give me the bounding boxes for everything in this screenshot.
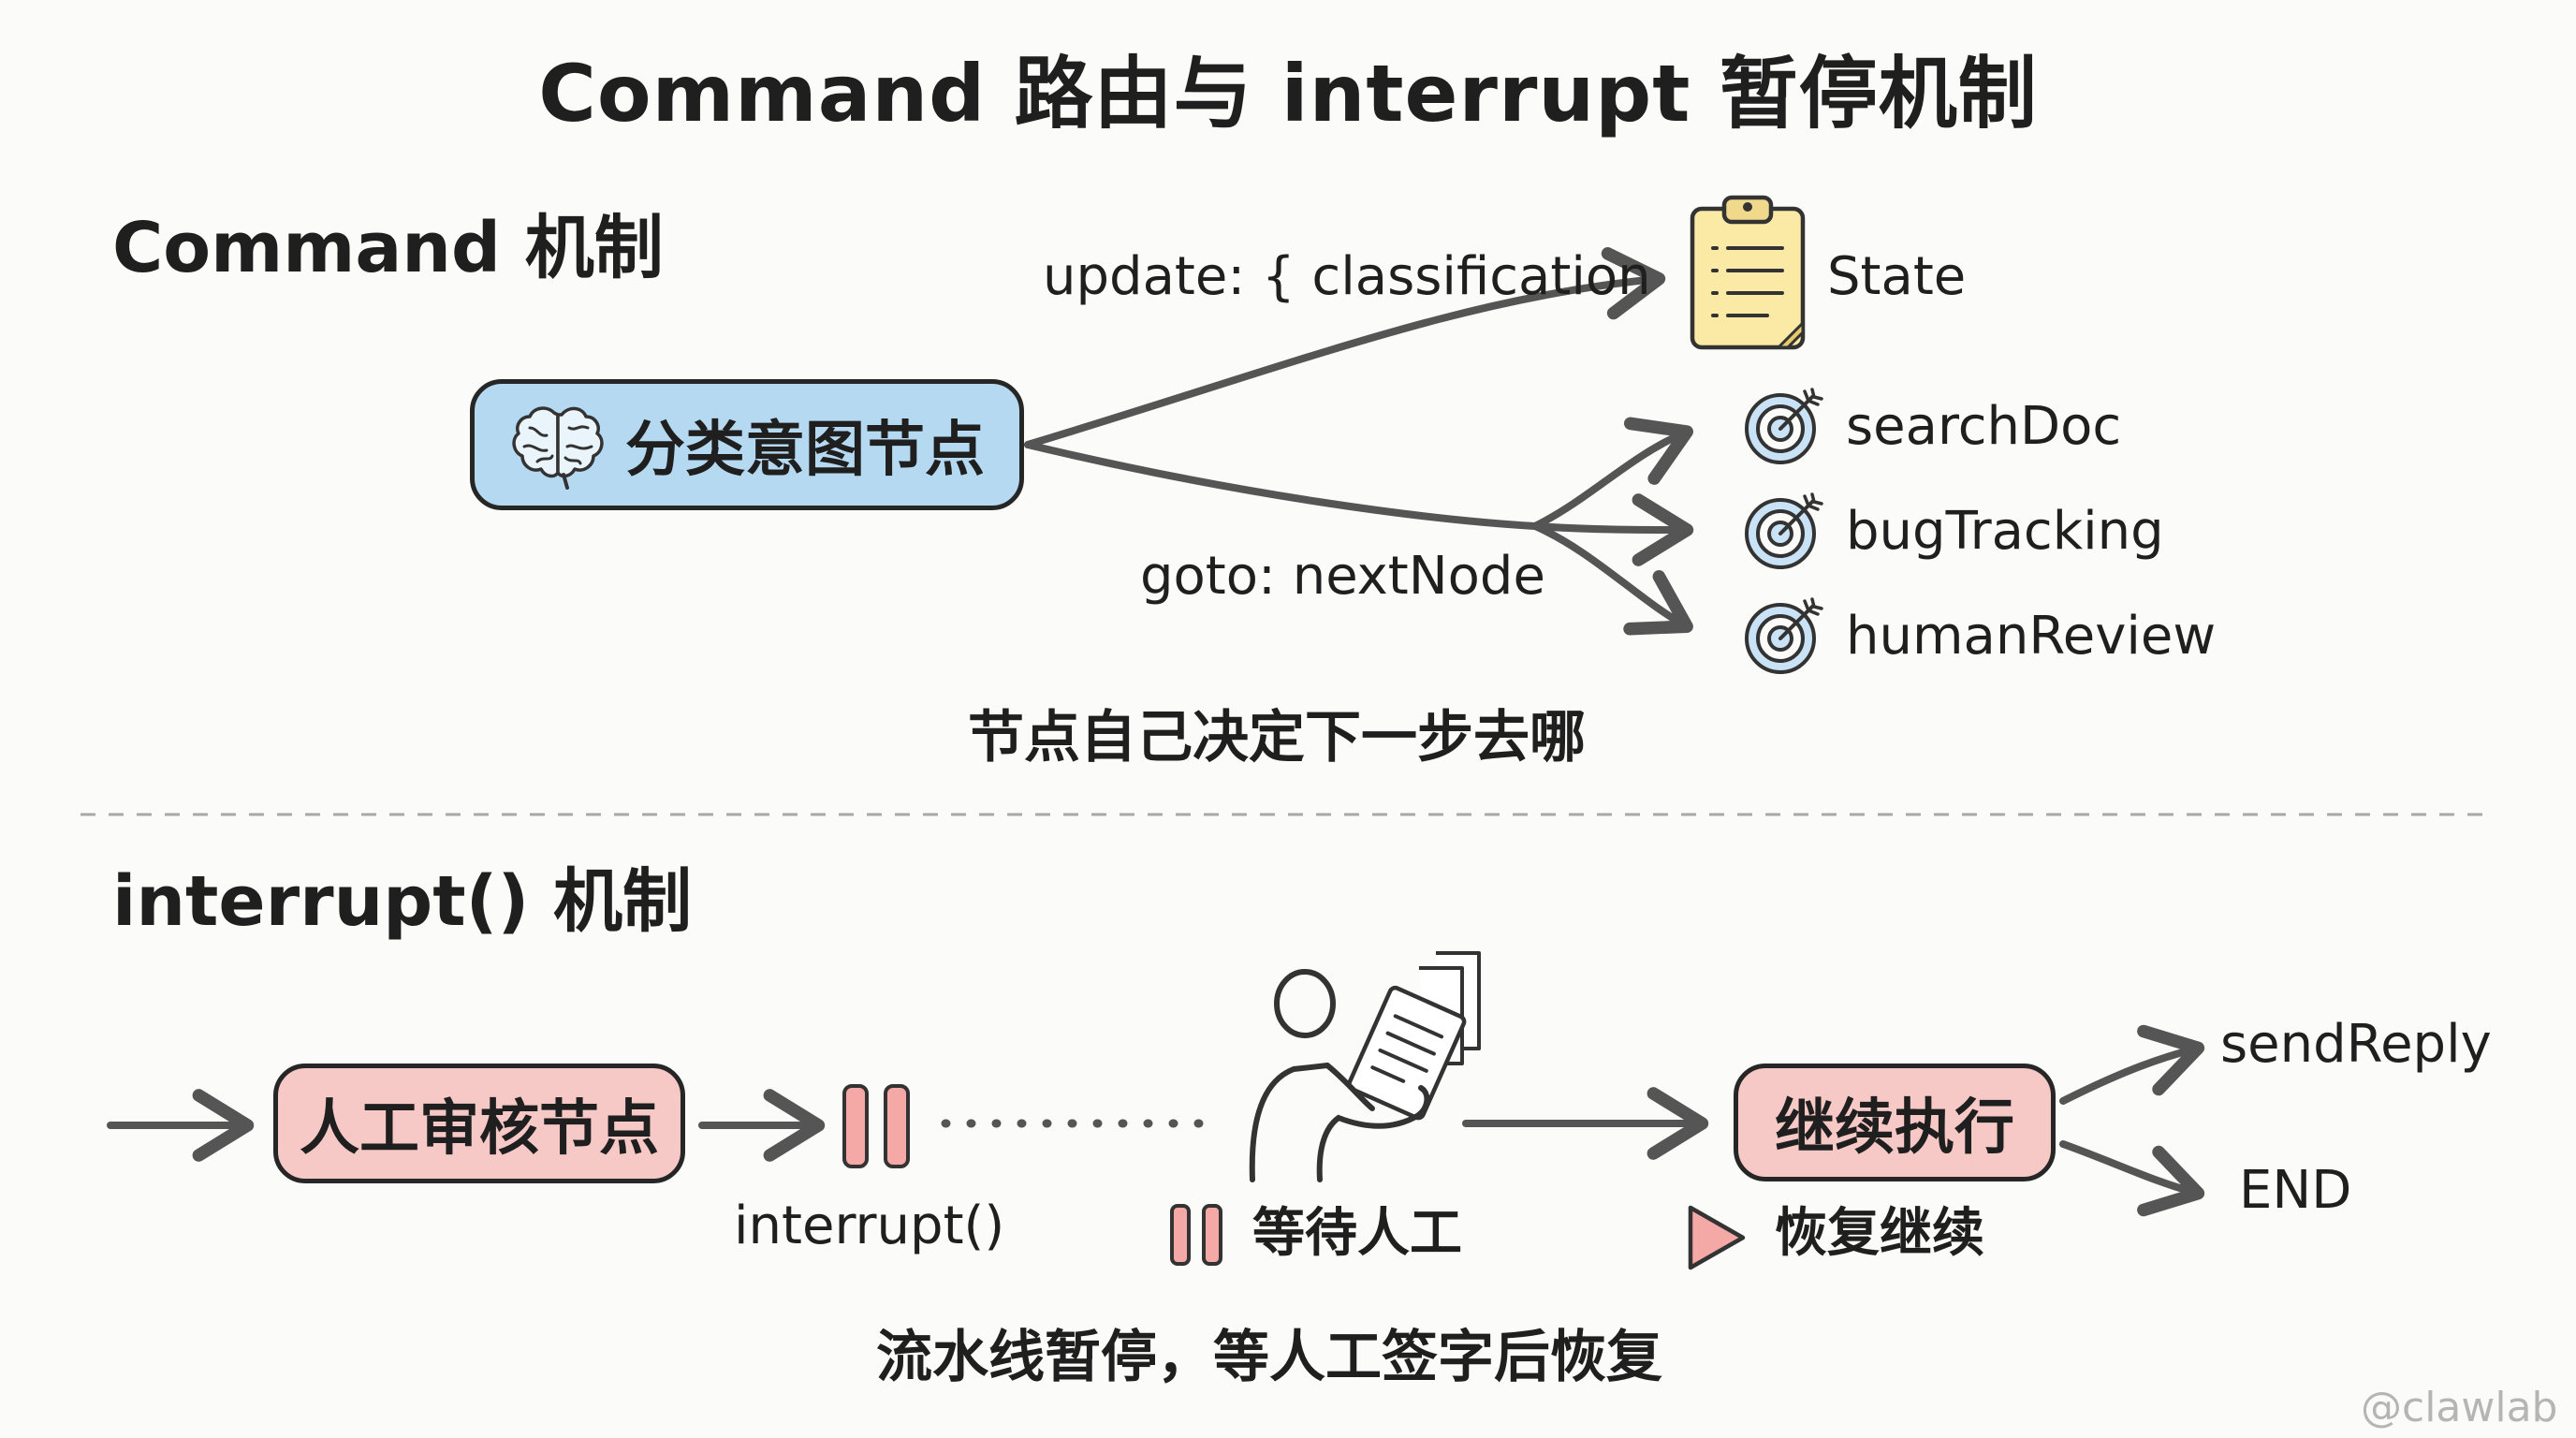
source-node-box: 分类意图节点 bbox=[470, 379, 1024, 510]
target-label-searchdoc: searchDoc bbox=[1846, 396, 2122, 457]
pause-icon bbox=[842, 1084, 910, 1168]
person-with-documents-icon bbox=[1249, 951, 1481, 1182]
source-node-label: 分类意图节点 bbox=[625, 416, 985, 485]
review-node-box: 人工审核节点 bbox=[273, 1064, 685, 1183]
target-label-bugtracking: bugTracking bbox=[1846, 501, 2164, 562]
output-label-sendreply: sendReply bbox=[2220, 1014, 2492, 1075]
target-icon bbox=[1745, 597, 1823, 674]
update-arrow bbox=[1024, 247, 1666, 448]
wait-label: 等待人工 bbox=[1252, 1203, 1462, 1264]
resume-label: 恢复继续 bbox=[1775, 1203, 1984, 1264]
update-label: update: { classification bbox=[1043, 246, 1651, 307]
brain-icon bbox=[512, 406, 604, 490]
target-icon bbox=[1745, 492, 1823, 569]
target-label-humanreview: humanReview bbox=[1846, 606, 2217, 667]
clipboard-icon bbox=[1690, 195, 1806, 350]
continue-node-label: 继续执行 bbox=[1775, 1093, 2014, 1163]
watermark: @clawlab bbox=[2361, 1384, 2558, 1431]
goto-arrow-humanreview bbox=[1531, 522, 1693, 636]
goto-label: goto: nextNode bbox=[1140, 546, 1545, 607]
interrupt-section-heading: interrupt() 机制 bbox=[112, 861, 693, 942]
command-section-heading: Command 机制 bbox=[112, 208, 664, 288]
state-label: State bbox=[1827, 246, 1967, 307]
output-label-end: END bbox=[2239, 1160, 2352, 1221]
diagram-title: Command 路由与 interrupt 暂停机制 bbox=[538, 48, 2038, 139]
goto-arrow-searchdoc bbox=[1531, 417, 1694, 530]
interrupt-label: interrupt() bbox=[734, 1196, 1005, 1256]
review-node-label: 人工审核节点 bbox=[300, 1094, 659, 1164]
target-icon bbox=[1745, 388, 1823, 464]
goto-main-line bbox=[1024, 441, 1539, 530]
continue-to-end-arrow bbox=[2059, 1140, 2205, 1217]
pause-icon bbox=[1170, 1204, 1222, 1266]
play-icon bbox=[1688, 1205, 1746, 1270]
goto-arrow-bugtracking bbox=[1531, 493, 1694, 566]
command-caption: 节点自己决定下一步去哪 bbox=[968, 705, 1586, 770]
interrupt-caption: 流水线暂停，等人工签字后恢复 bbox=[876, 1325, 1662, 1390]
continue-to-sendreply-arrow bbox=[2059, 1024, 2205, 1105]
continue-node-box: 继续执行 bbox=[1734, 1064, 2056, 1181]
